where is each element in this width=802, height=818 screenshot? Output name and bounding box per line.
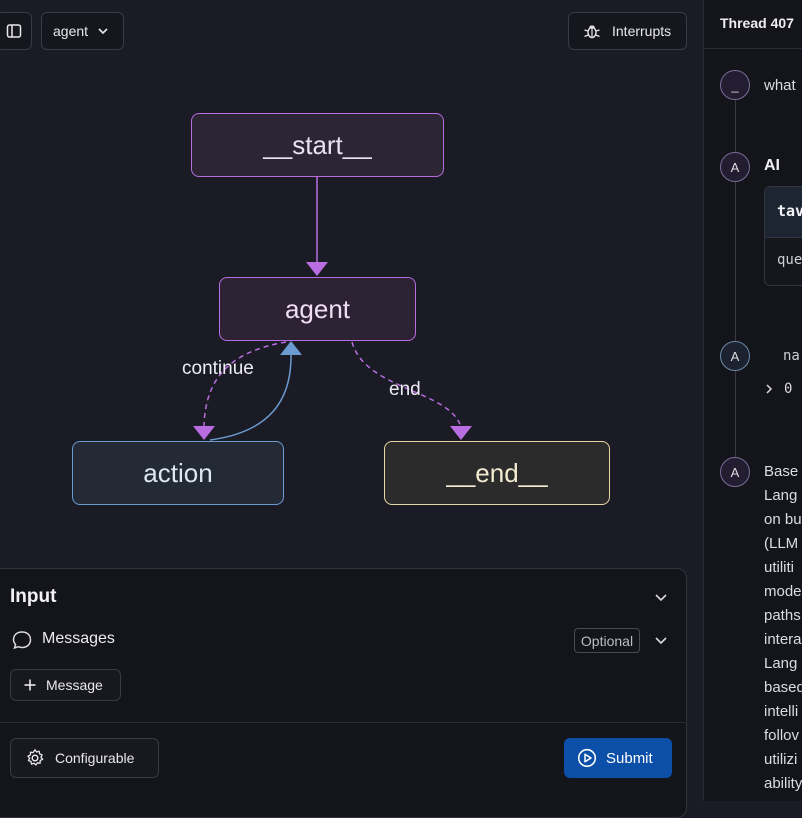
interrupts-button[interactable]: Interrupts [568, 12, 687, 50]
node-end[interactable]: __end__ [384, 441, 610, 505]
plus-icon [24, 679, 36, 691]
messages-expand-chevron-icon[interactable] [652, 631, 670, 649]
thread-timeline [735, 100, 736, 470]
node-action[interactable]: action [72, 441, 284, 505]
tool-result-index: 0 [784, 381, 793, 397]
node-agent-label: agent [284, 293, 351, 324]
tool-call-card[interactable] [764, 186, 802, 286]
node-agent[interactable]: agent [219, 277, 416, 341]
arrowhead-action [193, 426, 215, 440]
node-end-label: __end__ [446, 457, 548, 488]
answer-line: (LLM [764, 535, 799, 552]
sidebar-toggle-button[interactable] [0, 12, 32, 50]
tool-result-text: na [783, 348, 800, 364]
arrowhead-agent [306, 262, 328, 276]
message-author: AI [764, 157, 780, 174]
answer-line: on bu [764, 511, 802, 528]
node-action-label: action [143, 457, 213, 488]
thread-header-divider [703, 48, 802, 49]
answer-line: mode [764, 583, 802, 600]
graph-edges [193, 177, 472, 441]
tool-result-expander[interactable]: 0 [764, 381, 792, 397]
thread-header: Thread 407 [720, 15, 794, 31]
arrowhead-end [450, 426, 472, 440]
configurable-label: Configurable [55, 750, 135, 766]
play-circle-icon [577, 748, 597, 768]
tool-call-title: tav [777, 202, 802, 220]
messages-label: Messages [42, 630, 115, 647]
answer-line: utiliti [764, 559, 795, 576]
add-message-label: Message [46, 677, 103, 693]
thread-panel [703, 0, 802, 801]
answer-line: Base [764, 463, 799, 480]
configurable-button[interactable]: Configurable [10, 738, 159, 778]
avatar: A [720, 152, 750, 182]
answer-line: Lang [764, 487, 798, 504]
avatar: _ [720, 70, 750, 100]
node-start[interactable]: __start__ [191, 113, 444, 177]
bug-icon [584, 25, 600, 39]
message-text: what [764, 77, 796, 94]
message-bubble-icon [12, 631, 32, 650]
sidebar-panel-icon [6, 24, 22, 38]
answer-line: follov [764, 727, 800, 744]
arrowhead-agent-return [280, 341, 302, 355]
edge-agent-action [203, 341, 287, 428]
interrupts-label: Interrupts [612, 23, 672, 39]
answer-line: Lang [764, 655, 798, 672]
gear-icon [27, 749, 44, 766]
ai-answer: Base Lang on bu (LLM utiliti mode paths … [764, 460, 802, 796]
chevron-right-icon [766, 384, 773, 394]
add-message-button[interactable]: Message [10, 669, 121, 701]
answer-line: paths [764, 607, 801, 624]
tool-call-header [765, 187, 802, 238]
avatar: A [720, 457, 750, 487]
edge-label-continue: continue [182, 358, 254, 379]
avatar: A [720, 341, 750, 371]
answer-line: based [764, 679, 802, 696]
edge-agent-end [351, 341, 462, 428]
input-panel-title: Input [10, 586, 57, 607]
node-start-label: __start__ [263, 129, 372, 160]
edge-label-end: end [389, 379, 421, 400]
answer-line: intera [764, 631, 802, 648]
tool-call-arg: que [777, 252, 802, 268]
graph-select[interactable]: agent [41, 12, 124, 50]
optional-badge: Optional [574, 628, 640, 653]
submit-button[interactable]: Submit [564, 738, 672, 778]
answer-line: intelli [764, 703, 799, 720]
graph-select-value: agent [53, 23, 89, 39]
submit-label: Submit [606, 749, 653, 767]
input-panel-divider [0, 722, 687, 723]
collapse-input-chevron-icon[interactable] [652, 588, 670, 606]
answer-line: ability [764, 775, 802, 792]
chevron-down-icon [98, 28, 108, 35]
edge-action-agent [209, 352, 292, 441]
answer-line: utilizi [764, 751, 798, 768]
